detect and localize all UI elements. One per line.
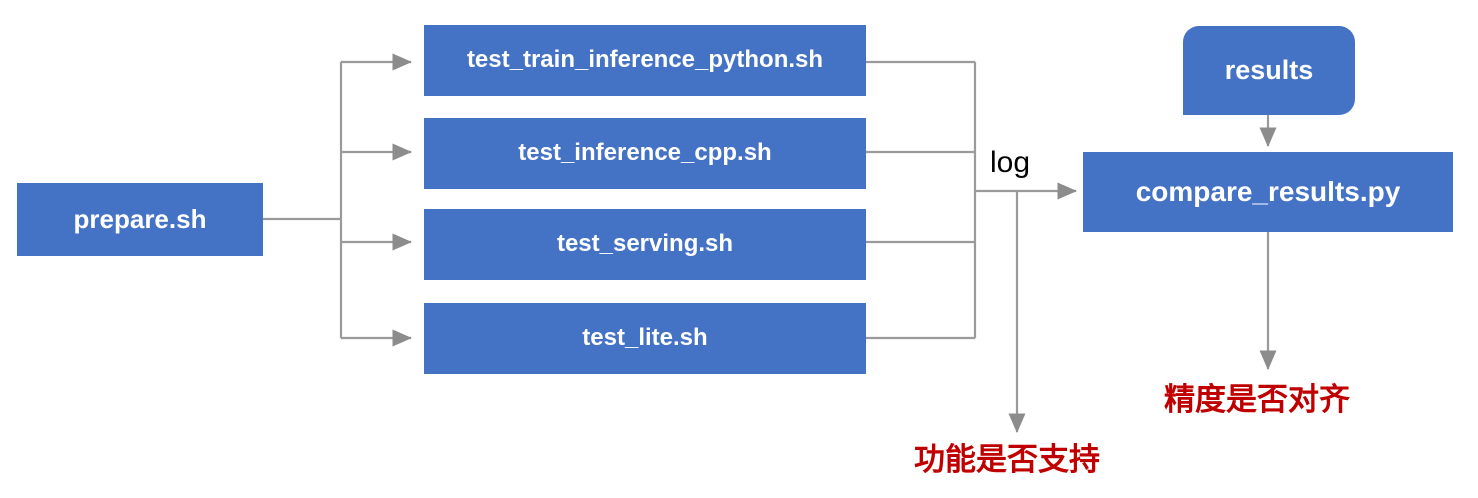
node-test-inference-cpp-sh[interactable]: test_inference_cpp.sh bbox=[424, 118, 866, 189]
node-results[interactable]: results bbox=[1183, 26, 1355, 115]
edge-label-log: log bbox=[990, 146, 1031, 179]
node-compare-results-py-label: compare_results.py bbox=[1135, 175, 1401, 207]
node-compare-results-py[interactable]: compare_results.py bbox=[1083, 152, 1453, 232]
node-test-train-inference-python-sh[interactable]: test_train_inference_python.sh bbox=[424, 25, 866, 96]
note-function-supported: 功能是否支持 bbox=[914, 442, 1100, 478]
node-prepare-sh[interactable]: prepare.sh bbox=[17, 183, 263, 256]
node-test-lite-sh[interactable]: test_lite.sh bbox=[424, 303, 866, 374]
note-precision-aligned: 精度是否对齐 bbox=[1164, 382, 1350, 418]
node-test-train-inference-python-sh-label: test_train_inference_python.sh bbox=[466, 46, 824, 74]
node-test-serving-sh[interactable]: test_serving.sh bbox=[424, 209, 866, 280]
node-test-inference-cpp-sh-label: test_inference_cpp.sh bbox=[518, 139, 772, 167]
node-prepare-sh-label: prepare.sh bbox=[73, 204, 207, 235]
node-test-serving-sh-label: test_serving.sh bbox=[556, 230, 734, 258]
node-results-label: results bbox=[1224, 54, 1314, 85]
node-test-lite-sh-label: test_lite.sh bbox=[582, 324, 708, 352]
